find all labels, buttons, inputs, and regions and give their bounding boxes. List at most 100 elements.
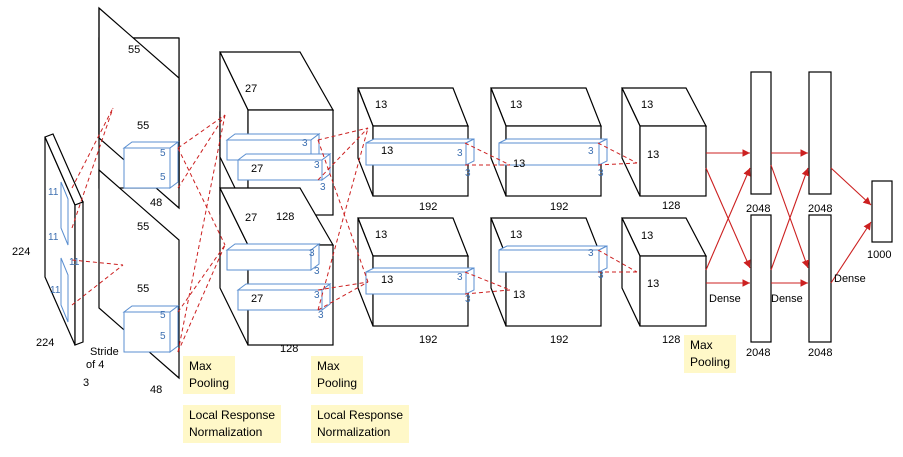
input-kernel-size-label-1: 11 <box>48 187 59 198</box>
conv4-bottom-kernel-label-2: 3 <box>598 270 604 281</box>
conn-c2-c3-d <box>317 281 369 311</box>
conn-c2-c3-c <box>317 281 369 291</box>
conv4-bottom-size-label-2: 13 <box>513 289 525 301</box>
conv4-kernel-top-top <box>498 138 608 144</box>
conn-c2-c3-a <box>317 127 369 141</box>
conv1-top-kernel-front <box>123 147 171 189</box>
conn-c3-c4-a <box>464 142 511 166</box>
max-pooling-note-2: Max Pooling <box>311 356 364 394</box>
conv4-kernel-bottom-side <box>598 245 608 273</box>
conv2-kernel-4-front <box>237 289 323 311</box>
conv4-top-depth-label: 192 <box>550 201 568 213</box>
conv4-kernel-top-side <box>598 138 608 166</box>
conv1-bottom-kernel-side <box>169 305 179 353</box>
conn-c3-c4-d <box>464 289 511 295</box>
conn-c1-c2-b <box>177 114 226 189</box>
conv3-bottom-size-label-2: 13 <box>381 274 393 286</box>
conn-c3-c4-c <box>464 271 511 291</box>
conv2-kernel-label-4: 3 <box>309 248 315 259</box>
input-kernel-size-label-4: 11 <box>50 285 61 296</box>
conn-in-c1-a <box>71 107 114 189</box>
conn-c1-c2-a <box>177 114 226 149</box>
conv1-bottom-depth-label: 48 <box>150 384 162 396</box>
conv3-top-kernel-label-2: 3 <box>465 168 471 179</box>
conv1-bottom-kernel <box>122 305 180 353</box>
conv1-bottom-kernel-label-1: 5 <box>160 310 166 321</box>
input-kernel-bottom <box>60 257 69 323</box>
dense2-bottom-bar <box>808 214 832 343</box>
stride-label-line1: Stride <box>90 346 119 358</box>
conv4-kernel-bottom-front <box>498 249 600 273</box>
conv5-bottom-front <box>639 255 707 327</box>
arrow-d2b-out <box>830 221 872 284</box>
conv3-kernel-top-side <box>465 138 475 166</box>
conv4-top-kernel-label-2: 3 <box>598 168 604 179</box>
conv4-bottom-size-label: 13 <box>510 229 522 241</box>
conn-in-c1-c <box>71 259 124 266</box>
conv2-top-size-label: 27 <box>245 83 257 95</box>
conn-c1-c2-c <box>177 244 226 313</box>
input-kernel-size-label-2: 11 <box>48 232 59 243</box>
stride-label-line2: of 4 <box>86 359 104 371</box>
lrn-note-2: Local Response Normalization <box>311 405 410 443</box>
arrow-d2t-out <box>830 167 872 206</box>
conv5-bottom-size-label-2: 13 <box>647 278 659 290</box>
output-type-label: Dense <box>834 273 866 285</box>
max-pooling-note-1: Max Pooling <box>183 356 236 394</box>
conv5-top-depth-label: 128 <box>662 200 680 212</box>
conv3-top-depth-label: 192 <box>419 201 437 213</box>
conv1-top-kernel-label-2: 5 <box>160 172 166 183</box>
conv4-kernel-top-front <box>498 142 600 166</box>
conv1-top-size-label-2: 55 <box>137 120 149 132</box>
arrow-d1t-d2b <box>770 164 810 269</box>
conv3-bottom-size-label: 13 <box>375 229 387 241</box>
conv3-kernel-top-top <box>365 138 475 144</box>
conv3-kernel-bottom-side <box>465 267 475 295</box>
conv4-top-size-label-2: 13 <box>513 158 525 170</box>
lrn-note-1: Local Response Normalization <box>183 405 282 443</box>
conv2-kernel-label-1: 3 <box>302 138 308 149</box>
dense2-top-bar <box>808 71 832 195</box>
input-kernel-top <box>60 181 69 246</box>
arrow-d1b-d2t <box>770 167 809 271</box>
conv1-top-kernel <box>122 141 180 189</box>
conn-in-c1-d <box>71 264 124 306</box>
conn-c4-c5-c <box>597 249 638 273</box>
conv3-bottom-depth-label: 192 <box>419 334 437 346</box>
input-width-label: 224 <box>36 337 54 349</box>
max-pooling-note-3: Max Pooling <box>684 335 737 373</box>
conv2-bottom-size-label-2: 27 <box>251 293 263 305</box>
conv2-kernel-3-front <box>226 249 312 271</box>
input-side <box>74 201 84 346</box>
conn-c2-c3-f <box>317 127 369 311</box>
conv1-bottom-kernel-front <box>123 311 171 353</box>
conv4-kernel-bottom <box>498 245 608 273</box>
dense2-type-label: Dense <box>771 293 803 305</box>
conv4-top-size-label: 13 <box>510 99 522 111</box>
conv2-kernel-label-6: 3 <box>314 290 320 301</box>
conv3-kernel-top-front <box>365 142 467 166</box>
conv5-top-size-label: 13 <box>641 99 653 111</box>
conv2-kernel-2-front <box>237 159 323 181</box>
dense1-bottom-bar <box>750 214 772 343</box>
conv5 <box>621 87 707 327</box>
input-kernel-size-label-3: 11 <box>69 257 80 268</box>
conv1-top-size-label: 55 <box>128 44 140 56</box>
conv3-bottom-kernel-label-2: 3 <box>465 294 471 305</box>
conv3-kernel-bottom-front <box>365 271 467 295</box>
conv1-bottom-size-label: 55 <box>137 221 149 233</box>
conn-c2-c3-b <box>317 127 369 181</box>
input-depth-label: 3 <box>83 377 89 389</box>
output-units-label: 1000 <box>867 249 891 261</box>
conv4-kernel-top <box>498 138 608 166</box>
conv2-kernel-label-5: 3 <box>314 266 320 277</box>
dense1-top-bar <box>750 71 772 195</box>
conv3-top-kernel-label-1: 3 <box>457 148 463 159</box>
conv4-top-top <box>490 87 602 127</box>
conv1-bottom-kernel-top <box>122 305 180 313</box>
conv2-kernel-label-7: 3 <box>318 310 324 321</box>
conv3-bottom-kernel-label-1: 3 <box>457 272 463 283</box>
dense1-top-units-label: 2048 <box>746 203 770 215</box>
dense2-top-units-label: 2048 <box>808 203 832 215</box>
dense1-bottom-units-label: 2048 <box>746 347 770 359</box>
